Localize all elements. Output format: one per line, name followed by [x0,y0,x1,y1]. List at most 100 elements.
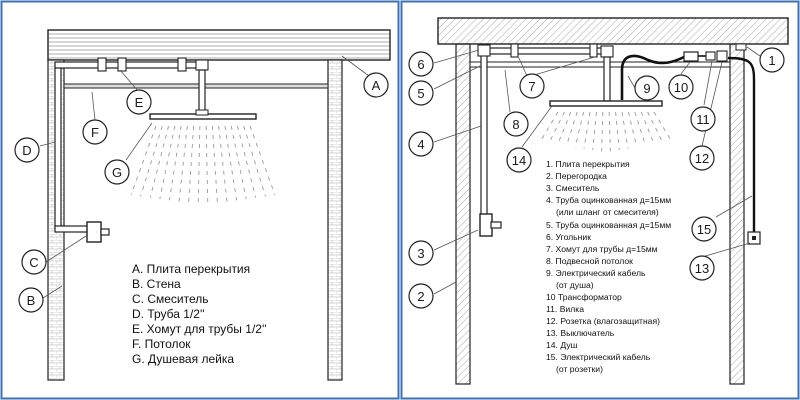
right-leaders [433,46,761,295]
callout-label: G [112,165,122,180]
callout-label: 7 [528,79,535,94]
transformer-10 [683,51,699,62]
legend-item: 11. Вилка [546,304,584,314]
ceiling-f [63,83,329,89]
right-column [327,59,343,381]
callout-label: C [29,255,38,270]
legend-item: (или шланг от смесителя) [556,207,659,217]
callout-label: 9 [643,81,650,96]
legend-item: (от душа) [556,280,594,290]
clamp-7-2 [589,43,598,58]
callout-label: E [135,95,144,110]
mixer-3 [479,213,493,237]
right-partition [729,43,745,385]
plug-11 [705,51,716,61]
spray-streak [592,111,597,151]
legend-item: 6. Угольник [546,232,591,242]
spray-streak [140,125,163,197]
callout-label: A [372,78,381,93]
callout-8: 8 [503,111,529,137]
legend-item: 9. Электрический кабель [546,268,646,278]
elbow-6 [477,44,491,57]
callout-label: B [27,293,36,308]
callout-label: 14 [512,153,526,168]
spray-streak [224,125,238,201]
drop-pipe-right [603,56,611,102]
legend-item: A. Плита перекрытия [132,262,250,276]
callout-10: 10 [668,74,694,100]
callout-1: 1 [759,47,785,73]
spray-streak [647,111,664,144]
callout-b: B [18,287,44,313]
callout-9: 9 [634,75,660,101]
spray-streak [539,111,559,143]
spray-streak [634,111,647,147]
clamp-e-1 [97,57,107,72]
left-leaders [39,55,370,299]
legend-item: 15. Электрический кабель [546,352,651,362]
callout-label: 6 [417,57,424,72]
right-frame [400,0,800,400]
spray-streak [615,111,620,151]
callout-label: 2 [417,289,424,304]
legend-item: 8. Подвесной потолок [546,256,633,266]
shower-spray [130,125,276,205]
callout-2: 2 [408,283,434,309]
clamp-e-3 [177,57,187,72]
spray-streak [583,111,591,149]
spray-streak [627,111,638,148]
callout-5: 5 [408,80,434,106]
left-legend: A. Плита перекрытия B. Стена C. Смесител… [132,262,267,366]
legend-item: D. Труба 1/2'' [132,307,205,321]
callout-d: D [14,137,40,163]
legend-item: 5. Труба оцинкованная д=15мм [546,220,671,230]
callout-14: 14 [506,147,532,173]
legend-item: B. Стена [132,277,181,291]
right-legend: 1. Плита перекрытия 2. Перегородка 3. См… [546,159,671,374]
spray-streak [557,111,572,145]
legend-item: 4. Труба оцинкованная д=15мм [546,195,671,205]
mixer-3-handle [490,221,502,229]
legend-item: (от розетки) [556,364,603,374]
callout-label: 10 [674,80,688,95]
drop-pipe [198,69,206,115]
spray-streak [653,111,673,143]
spray-streak [237,125,257,198]
cable-15 [727,56,756,232]
cable-9 [620,54,685,100]
junction-box [735,43,747,51]
callout-label: 5 [417,86,424,101]
callout-15: 15 [691,216,717,242]
spray-streak [548,111,565,144]
shower-head-14 [549,100,663,107]
callout-3: 3 [408,240,434,266]
partition-2 [455,43,471,385]
callout-f: F [82,119,108,145]
callout-7: 7 [519,73,545,99]
legend-item: 10 Трансформатор [546,292,622,302]
spray-streak [640,111,655,145]
elbow-right [600,45,614,58]
callout-label: 3 [417,246,424,261]
spray-streak [249,125,276,196]
callout-g: G [104,159,130,185]
callout-a: A [363,72,389,98]
spray-streak [188,125,195,204]
callout-6: 6 [408,51,434,77]
legend-item: 7. Хомут для трубы д=15мм [546,244,658,254]
spray-streak [230,125,247,200]
left-panel: A E F D G C B A. Плита перекрытия B. Сте… [0,0,400,400]
callout-label: D [22,143,31,158]
slab-1 [437,17,789,45]
spray-streak [621,111,629,149]
pipe-d [54,63,62,230]
spray-streak [601,111,604,152]
legend-item: E. Хомут для трубы 1/2'' [132,322,267,336]
spray-streak [159,125,176,200]
spray-streak [243,125,266,197]
clamp-e-2 [117,57,127,72]
spray-streak [211,125,218,204]
shower-spray [539,111,673,152]
spray-streak [218,125,228,202]
